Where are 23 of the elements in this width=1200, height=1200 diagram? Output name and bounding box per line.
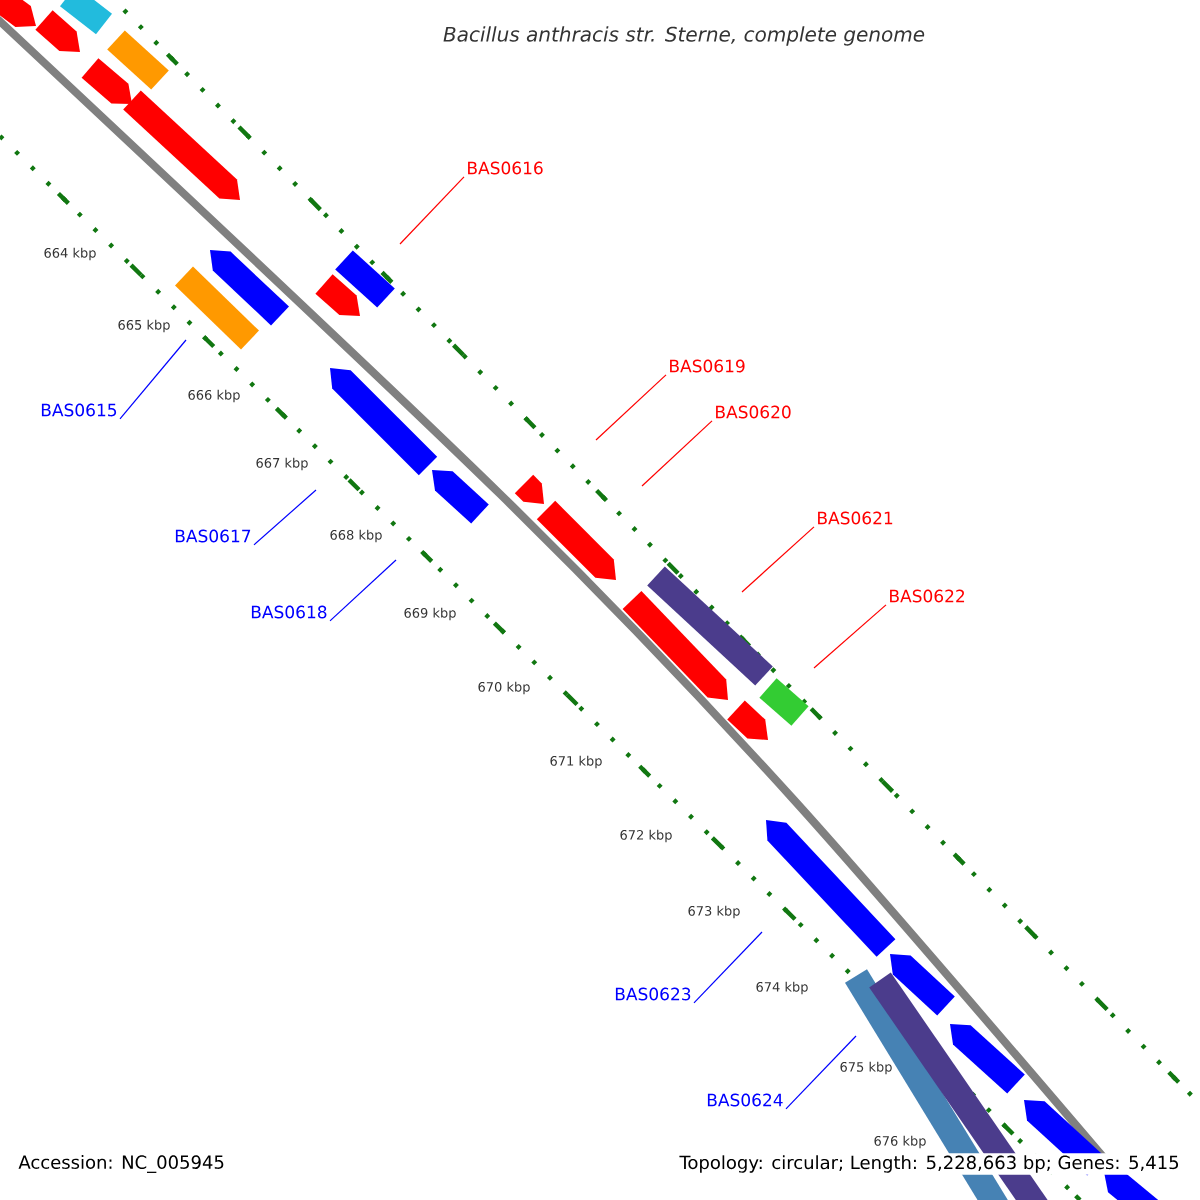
- leader-line: [693, 931, 763, 1004]
- leader-line: [741, 526, 815, 593]
- gene-label: BAS0616: [468, 161, 543, 175]
- gene-label: BAS0621: [818, 511, 893, 525]
- gene-label: BAS0615: [41, 403, 117, 417]
- leader-line: [641, 420, 713, 487]
- gene-label: BAS0617: [175, 529, 251, 543]
- leader-line: [119, 339, 187, 420]
- leader-line: [253, 489, 317, 546]
- leader-line: [813, 604, 887, 669]
- gene-label: BAS0618: [251, 605, 327, 619]
- title: Bacillus anthracis str. Sterne, complete genome: [443, 26, 925, 46]
- gene-label: BAS0620: [716, 405, 791, 419]
- gene-label: BAS0622: [890, 589, 965, 603]
- leader-line: [329, 559, 397, 622]
- gene-label: BAS0624: [707, 1093, 783, 1107]
- leader-line: [595, 374, 667, 441]
- footer-text: Topology: circular; Length: 5,228,663 bp; Genes: 5,415: [677, 1153, 1182, 1175]
- gene-label: BAS0619: [670, 359, 745, 373]
- leader-line: [399, 176, 465, 245]
- footer-text: Accession: NC_005945: [16, 1153, 227, 1175]
- leader-line: [785, 1035, 857, 1110]
- gene-label: BAS0623: [615, 987, 691, 1001]
